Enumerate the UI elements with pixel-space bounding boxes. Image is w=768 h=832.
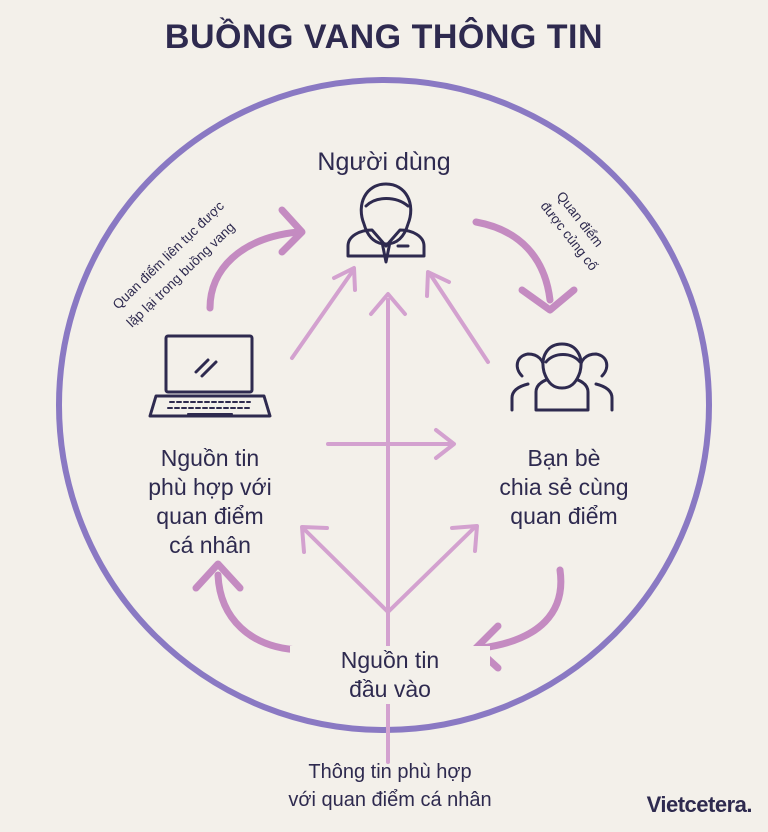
user-icon bbox=[346, 182, 426, 264]
bottom-caption-line: với quan điểm cá nhân bbox=[288, 789, 492, 811]
personal-sources-line: quan điểm bbox=[156, 503, 264, 529]
friends-icon bbox=[510, 342, 614, 412]
cycle-arrows bbox=[192, 206, 578, 672]
brand-logo: Vietcetera. bbox=[646, 792, 753, 817]
bottom-caption: Thông tin phù hợp với quan điểm cá nhân bbox=[200, 758, 580, 814]
laptop-icon bbox=[148, 334, 272, 418]
personal-sources-label: Nguồn tin phù hợp với quan điểm cá nhân bbox=[110, 444, 310, 560]
personal-sources-line: phù hợp với bbox=[148, 474, 272, 500]
user-label: Người dùng bbox=[317, 148, 451, 176]
personal-sources-line: cá nhân bbox=[169, 532, 251, 558]
echo-chamber-circle bbox=[56, 77, 712, 733]
friends-line: chia sẻ cùng bbox=[499, 474, 629, 500]
friends-line: Bạn bè bbox=[527, 445, 601, 471]
friends-label: Bạn bè chia sẻ cùng quan điểm bbox=[464, 444, 664, 531]
friends-line: quan điểm bbox=[510, 503, 618, 529]
page-title: BUỒNG VANG THÔNG TIN bbox=[164, 18, 604, 56]
input-sources-label: Nguồn tin đầu vào bbox=[290, 646, 490, 704]
input-sources-line: Nguồn tin bbox=[340, 647, 440, 673]
personal-sources-line: Nguồn tin bbox=[160, 445, 260, 471]
bottom-caption-line: Thông tin phù hợp bbox=[308, 761, 472, 783]
input-sources-line: đầu vào bbox=[349, 676, 431, 702]
